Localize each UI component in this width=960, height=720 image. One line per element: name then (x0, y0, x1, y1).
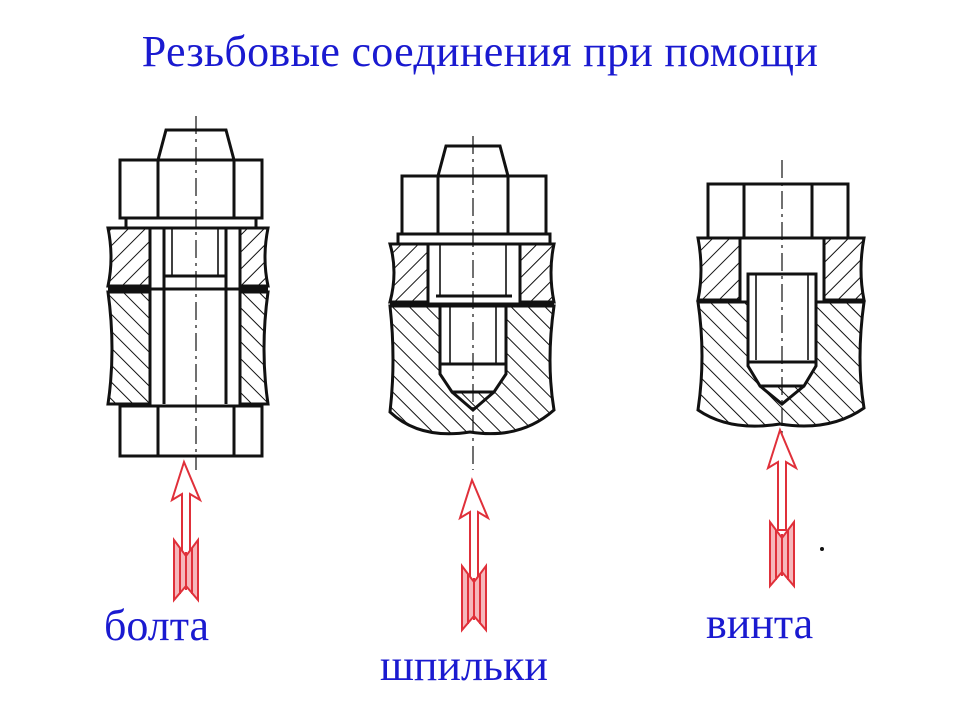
bolt-head (118, 404, 264, 458)
caption-stud: шпильки (380, 641, 548, 690)
arrow-bolt (170, 459, 203, 603)
dot-mark (820, 547, 824, 551)
caption-screw: винта (706, 599, 814, 648)
screw-joint (696, 160, 866, 470)
stud-nut (400, 174, 548, 236)
screw-head (706, 182, 850, 240)
stud-washer (396, 232, 552, 246)
arrow-screw (766, 427, 799, 589)
stud-joint (388, 136, 556, 470)
bolt-joint (106, 116, 270, 470)
caption-bolt: болта (104, 601, 210, 650)
bolt-nut (118, 158, 264, 220)
bolt-washer (124, 216, 258, 230)
arrow-stud (458, 477, 491, 633)
page-title: Резьбовые соединения при помощи (141, 27, 819, 76)
